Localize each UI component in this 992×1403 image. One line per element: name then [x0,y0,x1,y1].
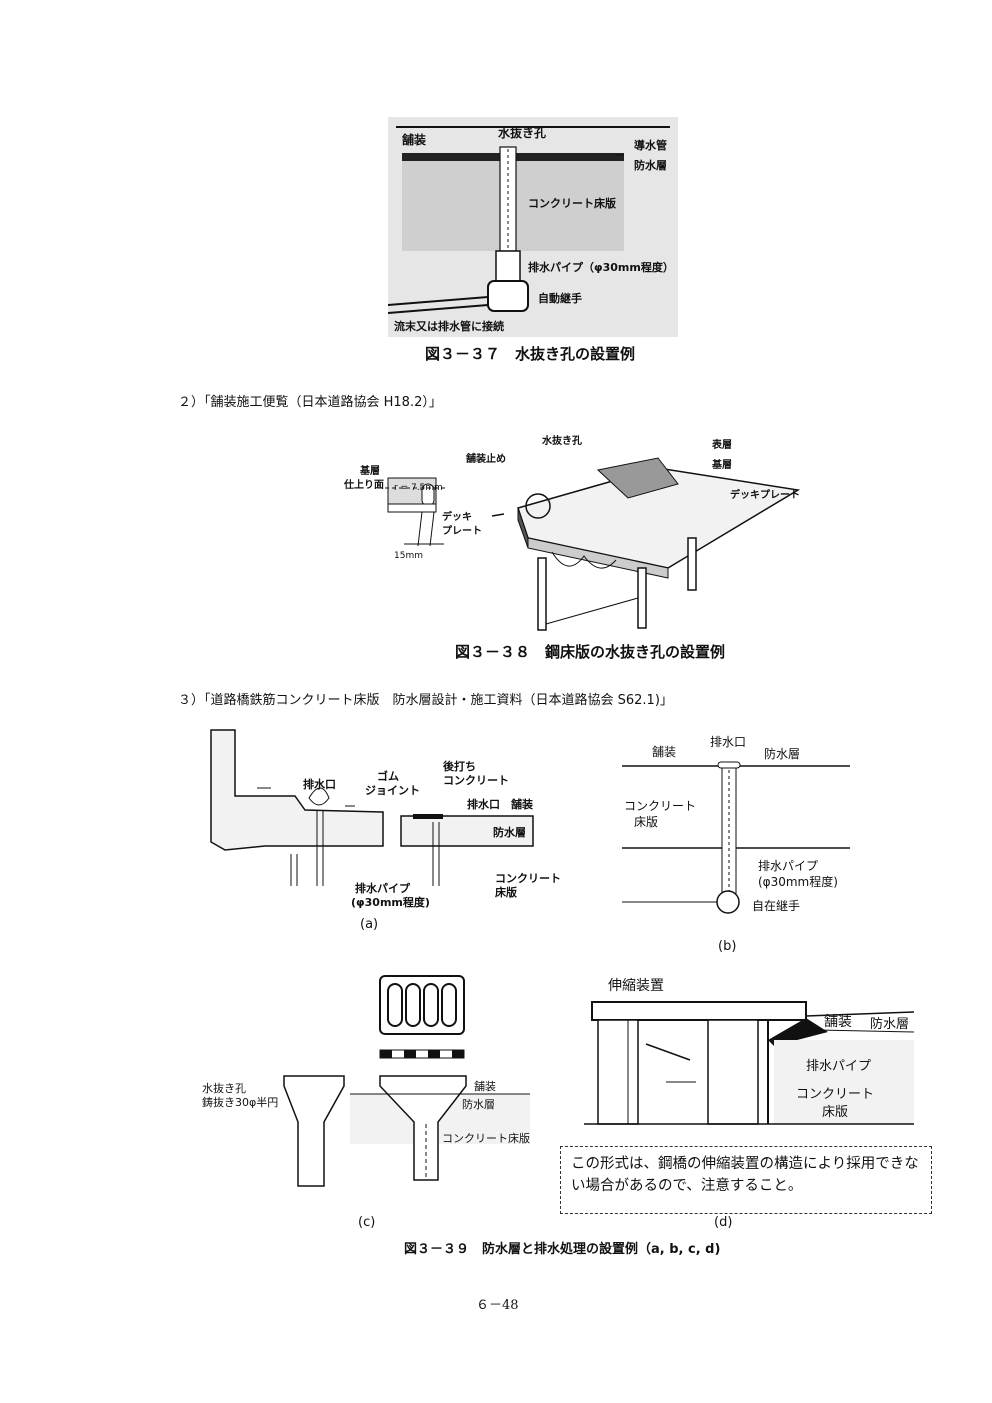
figure-3-39c: 水抜き孔 鋳抜き30φ半円 舗装 防水層 コンクリート床版 [202,975,530,1187]
fig39d-label-pavement: 舗装 [824,1014,852,1030]
fig39b-label-outlet: 排水口 [710,735,746,749]
fig39d-label-slab-1: コンクリート [796,1087,874,1102]
fig38-label-deck-2: プレート [442,524,482,537]
fig39a-label-rubber-2: ジョイント [365,784,420,797]
fig39b-label-slab-1: コンクリート [624,799,696,813]
fig38-label-base-surface-1: 基層 [359,464,380,477]
figure-3-39d: 伸縮装置 舗装 防水層 排水パイプ コンクリート 床版 [584,978,915,1125]
fig39-caption: 図３－３９ 防水層と排水処理の設置例（a, b, c, d) [404,1242,721,1257]
fig39b-label-waterproof: 防水層 [764,746,800,761]
fig39a-label-pipe-1: 排水パイプ [355,881,411,895]
fig38-label-pave-stop: 舗装止め [465,452,506,465]
figure-3-38: 基層 仕上り面 r = 7.5mm デッキ プレート 15mm 舗装止め 水抜き… [343,434,801,631]
fig37-label-pavement: 舗装 [401,132,426,147]
fig39a-label-pipe-2: (φ30mm程度) [351,895,430,909]
fig37-label-slab: コンクリート床版 [528,196,616,210]
fig39b-label-pipe-2: (φ30mm程度) [758,874,838,889]
fig39d-tag: (d) [714,1215,733,1230]
fig39a-label-post-2: コンクリート [443,774,509,787]
fig39b-label-pipe-1: 排水パイプ [758,859,818,873]
fig39a-label-slab-2: 床版 [495,885,517,899]
fig37-label-drain-pipe: 排水パイプ（φ30mm程度） [528,260,674,274]
figure-3-39b: 舗装 排水口 防水層 コンクリート 床版 排水パイプ (φ30mm程度) 自在継… [622,735,850,914]
fig39c-label-slab: コンクリート床版 [442,1131,530,1145]
fig39a-label-outlet2: 排水口 [467,797,500,811]
fig39a-tag: (a) [360,917,379,932]
fig37-label-joint: 自動継手 [538,291,582,305]
fig37-label-guide-pipe: 導水管 [634,138,667,152]
fig39a-label-outlet1: 排水口 [303,777,336,791]
fig39d-label-pipe: 排水パイプ [806,1059,871,1074]
fig37-label-outflow: 流末又は排水管に接続 [394,319,504,333]
fig37-label-drain-hole: 水抜き孔 [498,125,546,140]
fig39c-tag: (c) [358,1215,376,1230]
fig39c-label-hole-1: 水抜き孔 [202,1081,246,1095]
fig38-label-drain-hole: 水抜き孔 [541,434,582,447]
fig39d-label-waterproof: 防水層 [870,1016,909,1032]
fig38-label-base: 基層 [711,458,732,471]
fig38-label-surface: 表層 [711,438,732,451]
fig38-label-deck-plate: デッキプレート [730,488,800,501]
fig39a-label-pavement: 舗装 [510,797,533,811]
fig39c-label-pavement: 舗装 [474,1079,496,1093]
fig38-label-base-surface-2: 仕上り面 [343,478,384,491]
section-2-heading: ２）「舗装施工便覧（日本道路協会 H18.2）」 [178,395,442,410]
fig38-label-radius: r = 7.5mm [394,483,443,493]
fig39a-label-slab-1: コンクリート [495,872,561,885]
figure-3-39a: 排水口 ゴム ジョイント 後打ち コンクリート 排水口 舗装 防水層 排水パイプ… [210,729,561,909]
fig37-label-waterproof: 防水層 [634,158,667,172]
fig38-label-deck-1: デッキ [442,510,472,523]
page-number: ６－48 [476,1298,519,1313]
fig39d-label-expansion: 伸縮装置 [608,978,664,994]
fig39b-label-joint: 自在継手 [752,898,800,913]
fig37-caption: 図３－３７ 水抜き孔の設置例 [425,345,636,363]
fig39a-label-rubber-1: ゴム [377,769,399,783]
fig39d-note: この形式は、鋼橋の伸縮装置の構造により採用できない場合があるので、注意すること。 [560,1146,932,1214]
fig39d-label-slab-2: 床版 [822,1105,848,1120]
fig39a-label-waterproof: 防水層 [493,825,526,839]
fig39b-label-pavement: 舗装 [652,745,676,759]
section-3-heading: ３）「道路橋鉄筋コンクリート床版 防水層設計・施工資料（日本道路協会 S62.1… [178,693,673,708]
fig38-caption: 図３－３８ 鋼床版の水抜き孔の設置例 [455,643,726,661]
fig39b-tag: (b) [718,939,737,954]
fig38-label-width: 15mm [394,551,423,561]
fig39c-label-waterproof: 防水層 [462,1097,495,1111]
fig39b-label-slab-2: 床版 [634,815,658,829]
fig39a-label-post-1: 後打ち [443,759,476,773]
fig39c-label-hole-2: 鋳抜き30φ半円 [202,1095,278,1109]
figure-3-37: 舗装 水抜き孔 導水管 防水層 コンクリート床版 排水パイプ（φ30mm程度） … [388,117,678,337]
